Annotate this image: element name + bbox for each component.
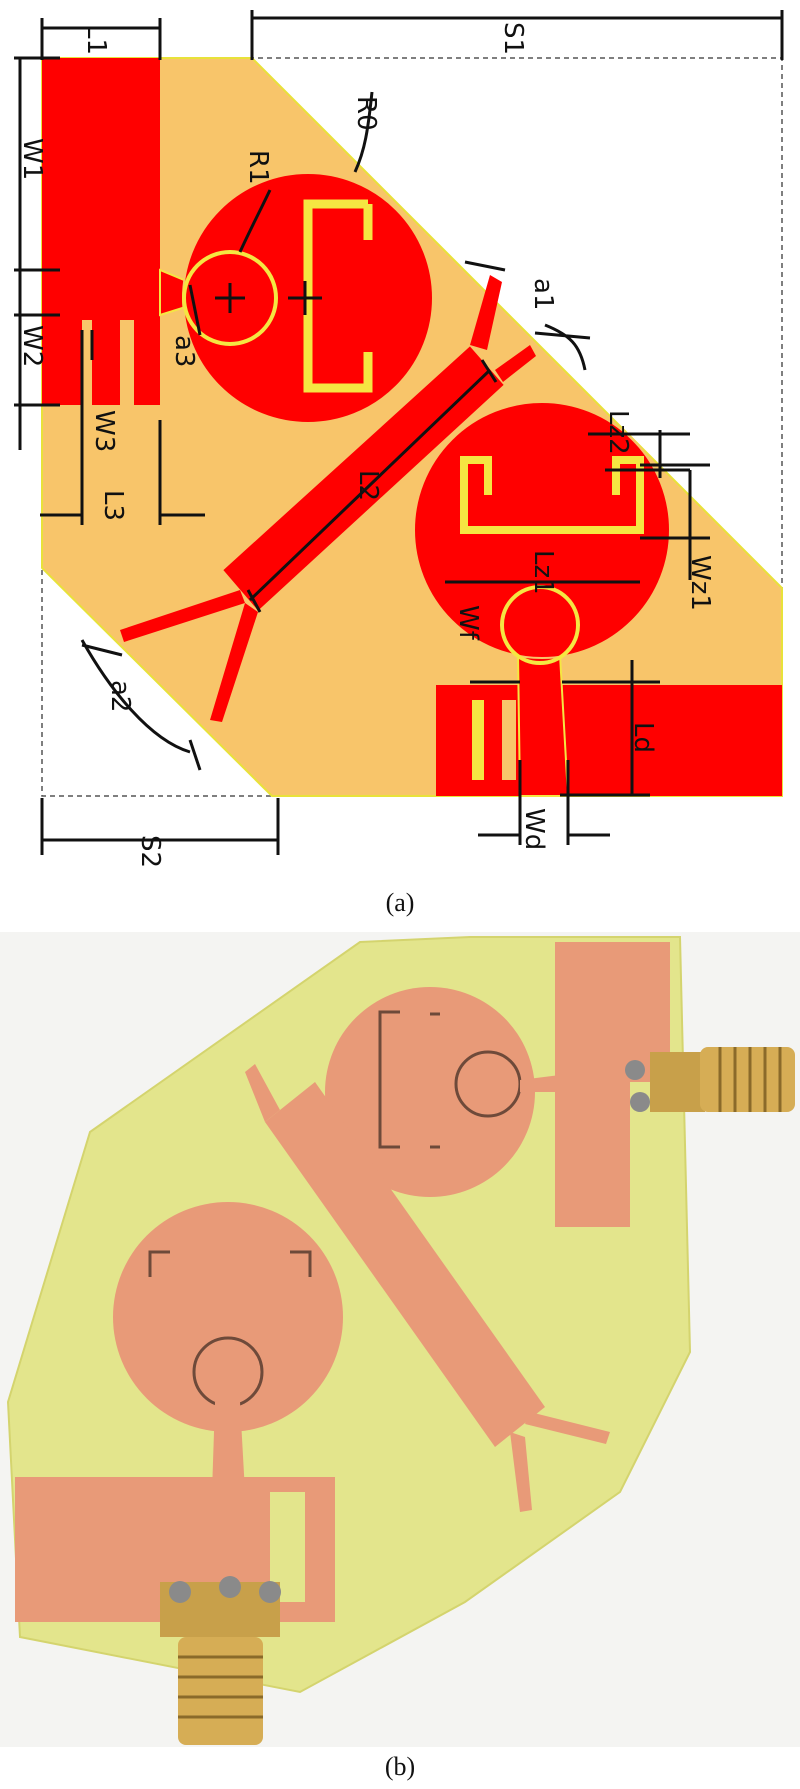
dimension-lines xyxy=(14,10,784,855)
left-ground xyxy=(42,58,160,405)
label-a2: a2 xyxy=(105,680,135,712)
label-S2: S2 xyxy=(135,835,165,868)
photo-top-connector xyxy=(625,1047,795,1112)
left-patch xyxy=(182,172,434,424)
antenna-photo xyxy=(0,932,800,1747)
antenna-schematic: L1 S1 R0 R1 W1 W2 W3 L3 a3 a1 L2 a2 Lz2 … xyxy=(14,10,784,868)
right-ground xyxy=(436,685,782,796)
label-Ld: Ld xyxy=(628,722,658,753)
label-R1: R1 xyxy=(243,150,273,185)
diagonal-strip xyxy=(120,275,536,722)
label-Lz1: Lz1 xyxy=(528,550,558,595)
caption-a: (a) xyxy=(385,888,415,917)
label-L1: L1 xyxy=(81,24,111,55)
photo-top-patch xyxy=(325,987,600,1197)
label-W2: W2 xyxy=(17,325,47,367)
label-Wd: Wd xyxy=(519,808,549,850)
label-W3: W3 xyxy=(89,410,119,452)
right-patch xyxy=(413,401,671,665)
photo-bottom-connector xyxy=(160,1576,281,1745)
label-L2: L2 xyxy=(353,470,383,501)
photo-bottom-patch xyxy=(113,1202,343,1492)
caption-b: (b) xyxy=(384,1752,416,1781)
photo-diagonal-strip xyxy=(245,1064,610,1512)
label-Wf: Wf xyxy=(453,605,483,641)
label-L3: L3 xyxy=(98,490,128,521)
right-feed xyxy=(516,654,570,797)
label-R0: R0 xyxy=(351,96,381,131)
label-S1: S1 xyxy=(498,22,528,55)
label-W1: W1 xyxy=(17,138,47,180)
label-a3: a3 xyxy=(169,335,199,367)
label-Wz1: Wz1 xyxy=(685,555,715,611)
label-a1: a1 xyxy=(528,278,558,310)
label-Lz2: Lz2 xyxy=(603,410,633,455)
